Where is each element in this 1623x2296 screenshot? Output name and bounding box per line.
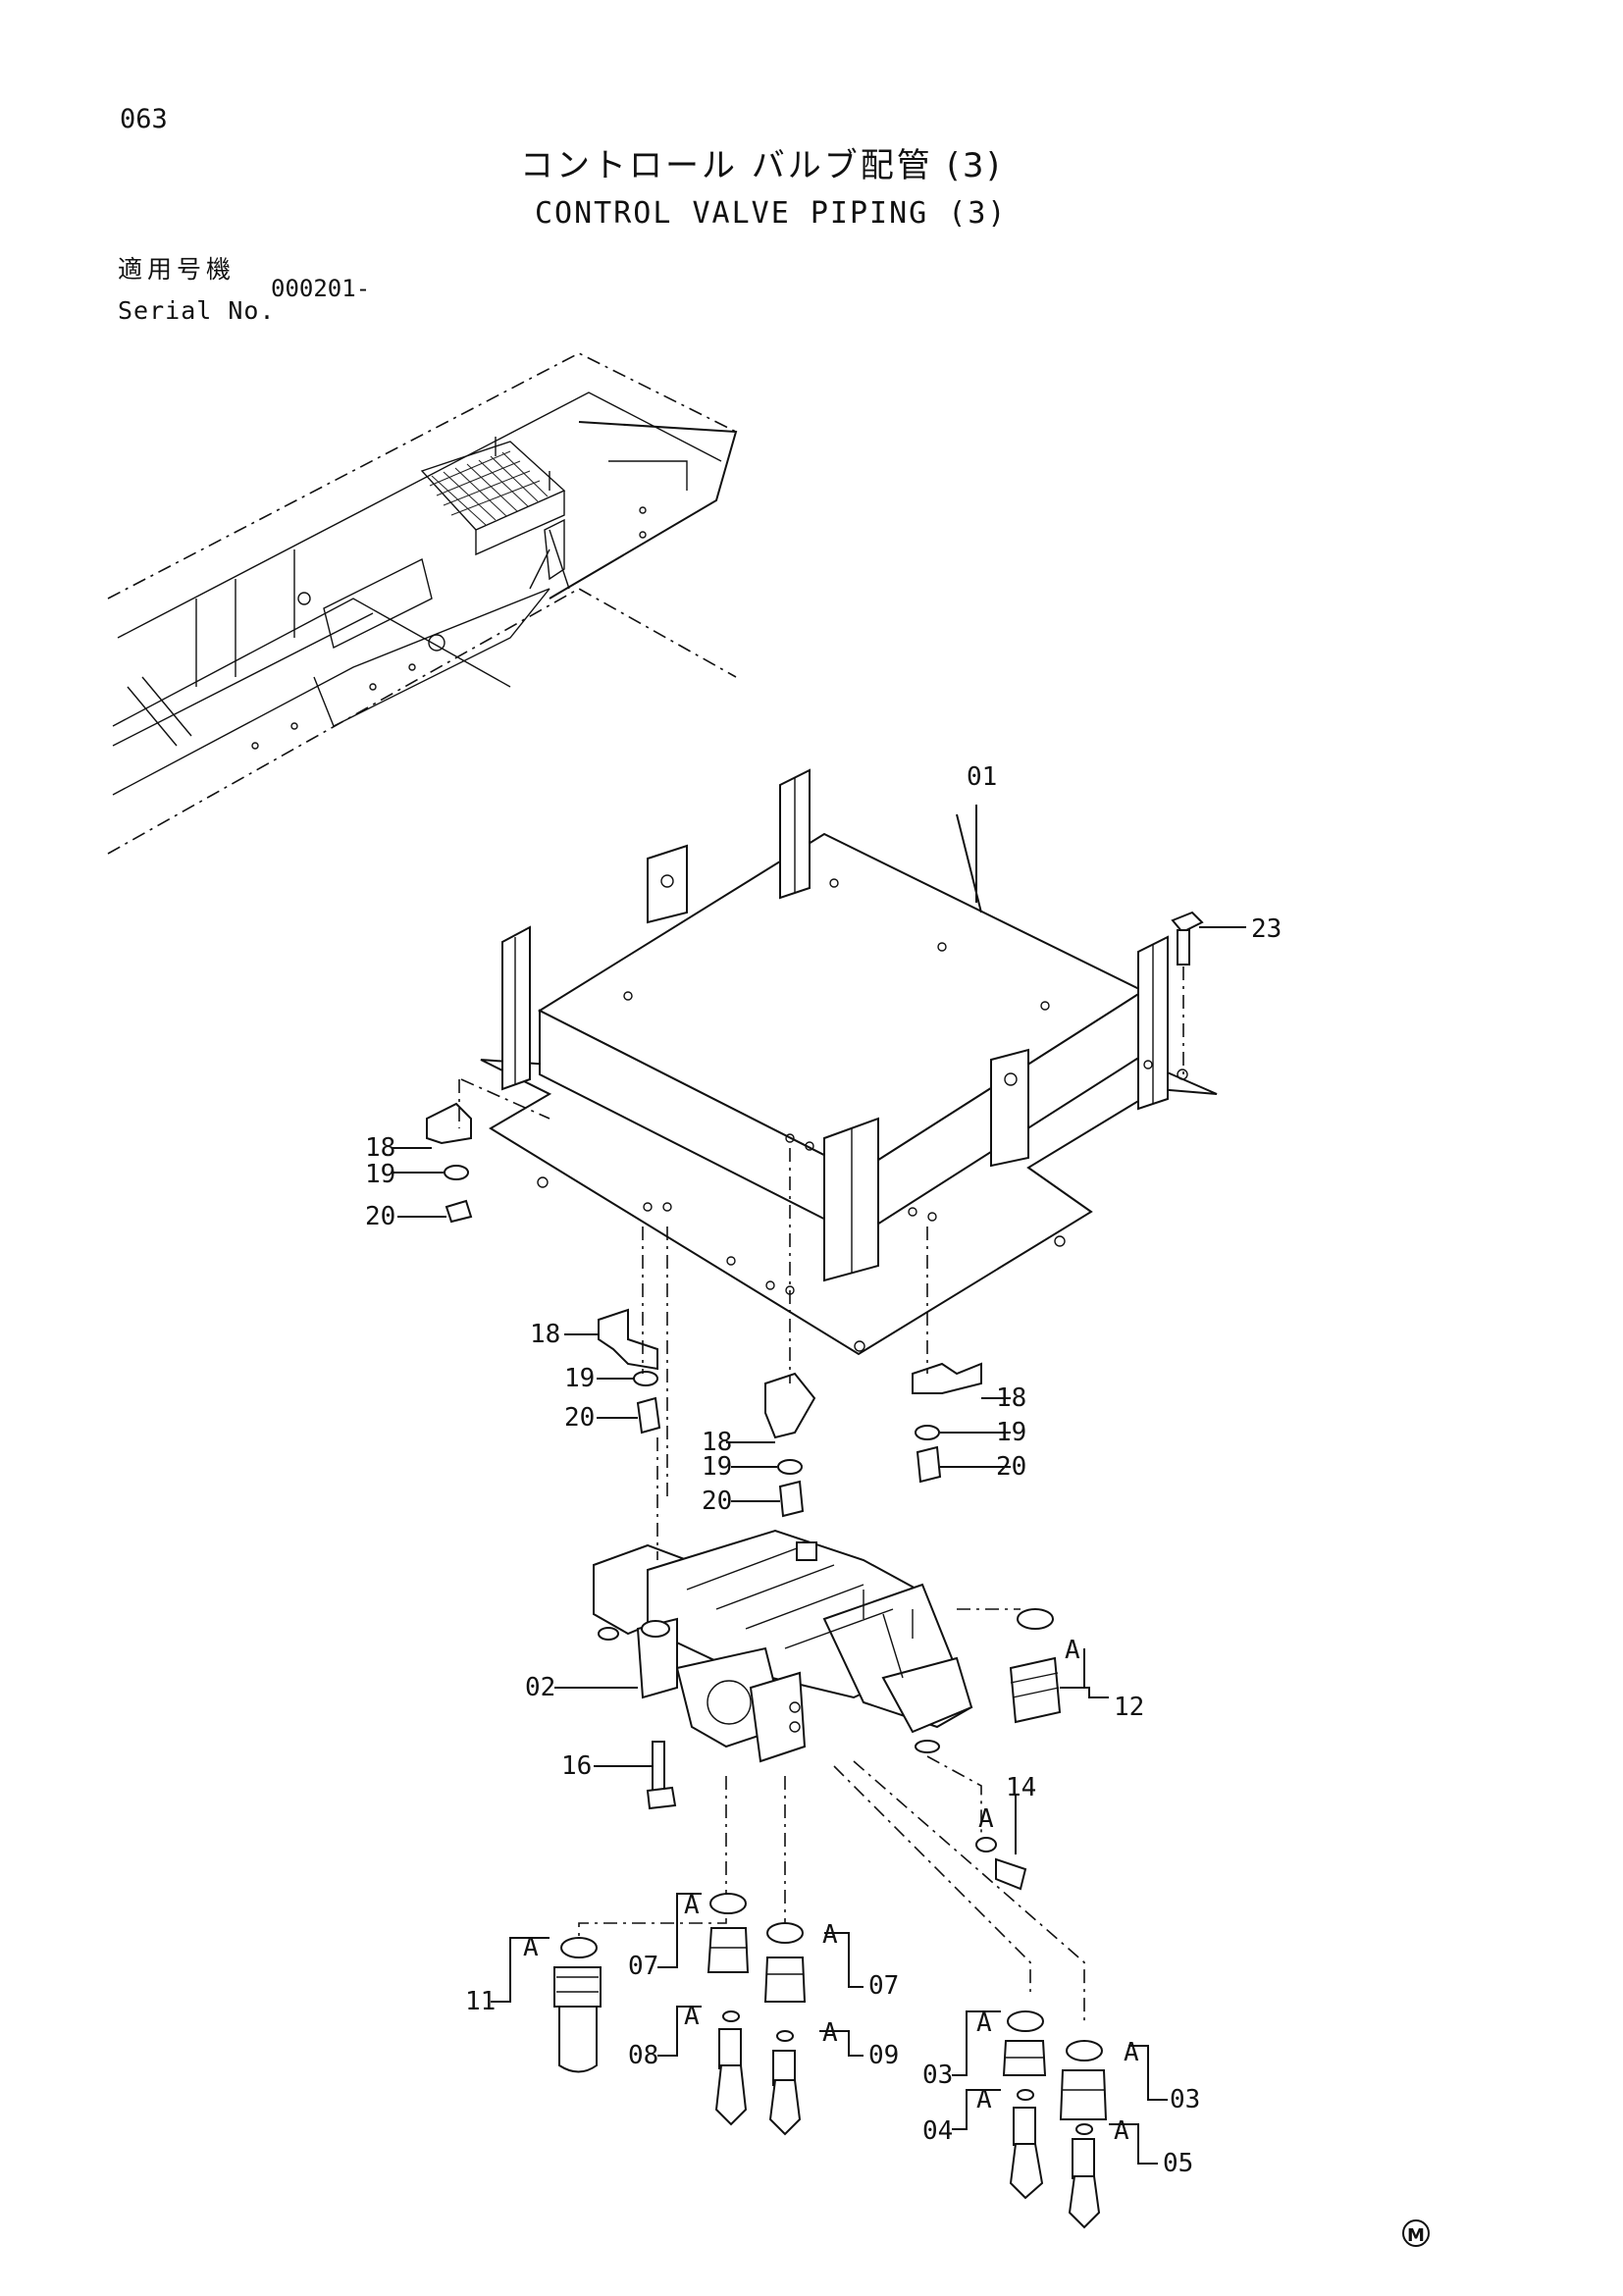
adapter-fitting-03-left [952, 2010, 1047, 2076]
callout-20: 20 [564, 1403, 595, 1433]
callout-18: 18 [702, 1428, 732, 1457]
seal-mark-a: A [978, 1804, 994, 1834]
callout-18: 18 [996, 1383, 1026, 1413]
callout-07: 07 [628, 1952, 658, 1981]
seal-mark-a: A [523, 1933, 539, 1962]
callout-19: 19 [365, 1160, 395, 1189]
bracket-set-center-left [564, 1226, 668, 1501]
elbow-fitting-04 [952, 2089, 1044, 2200]
callout-02: 02 [525, 1673, 555, 1702]
elbow-fitting-08 [657, 2006, 748, 2126]
bracket-set-right [912, 1226, 1011, 1484]
page-title-japanese: コントロール バルブ配管 (3) [520, 146, 1003, 185]
bolt-23 [1171, 911, 1246, 1074]
serial-number-range: 000201- [271, 275, 371, 302]
callout-05: 05 [1163, 2149, 1193, 2178]
callout-20: 20 [365, 1202, 395, 1231]
callout-20: 20 [702, 1487, 732, 1516]
callout-20: 20 [996, 1452, 1026, 1482]
seal-mark-a: A [822, 2018, 838, 2048]
callout-03: 03 [1170, 2085, 1200, 2114]
adapter-fitting-03-right [1059, 2040, 1168, 2120]
callout-19: 19 [702, 1452, 732, 1482]
seal-mark-a: A [1114, 2116, 1129, 2146]
seal-mark-a: A [976, 2009, 992, 2038]
bracket-set-left [393, 1078, 550, 1224]
footer-mark: M [1402, 2219, 1430, 2247]
callout-18: 18 [365, 1133, 395, 1163]
seal-mark-a: A [684, 2002, 700, 2031]
callout-14: 14 [1006, 1773, 1036, 1802]
adapter-fitting-07-left [657, 1893, 750, 1973]
seal-mark-a: A [976, 2085, 992, 2114]
serial-label: Serial No. [118, 296, 276, 325]
seal-mark-a: A [1124, 2038, 1139, 2067]
bracket-set-center [726, 1148, 816, 1518]
callout-09: 09 [868, 2041, 899, 2070]
callout-12: 12 [1114, 1693, 1144, 1722]
bolt-16 [594, 1741, 677, 1810]
callout-18: 18 [530, 1320, 560, 1349]
callout-04: 04 [922, 2116, 953, 2146]
callout-23: 23 [1251, 914, 1282, 944]
seal-mark-a: A [822, 1920, 838, 1950]
callout-01: 01 [967, 762, 997, 792]
page-title-english: CONTROL VALVE PIPING (3) [535, 196, 1008, 231]
seal-mark-a: A [684, 1891, 700, 1920]
page-number: 063 [120, 104, 168, 134]
callout-08: 08 [628, 2041, 658, 2070]
elbow-fitting-09 [768, 2030, 864, 2136]
seal-mark-a: A [1065, 1636, 1080, 1665]
callout-03: 03 [922, 2061, 953, 2090]
footer-mark-letter: M [1407, 2225, 1425, 2246]
mounting-plate-assembly [480, 768, 1218, 1356]
callout-16: 16 [561, 1751, 592, 1781]
serial-label-japanese: 適用号機 [118, 255, 236, 284]
callout-07: 07 [868, 1971, 899, 2001]
callout-19: 19 [564, 1364, 595, 1393]
callout-11: 11 [465, 1987, 496, 2016]
adapter-fitting-07-right [763, 1922, 864, 2003]
fitting-14 [975, 1796, 1027, 1891]
control-valve-02 [554, 1529, 973, 1763]
valve-location-hatched [420, 437, 566, 556]
adapter-fitting-11 [491, 1937, 602, 2073]
adapter-fitting-12 [1009, 1608, 1109, 1724]
machine-frame-locator-sketch [107, 352, 738, 855]
elbow-fitting-05 [1068, 2123, 1158, 2229]
callout-19: 19 [996, 1418, 1026, 1447]
